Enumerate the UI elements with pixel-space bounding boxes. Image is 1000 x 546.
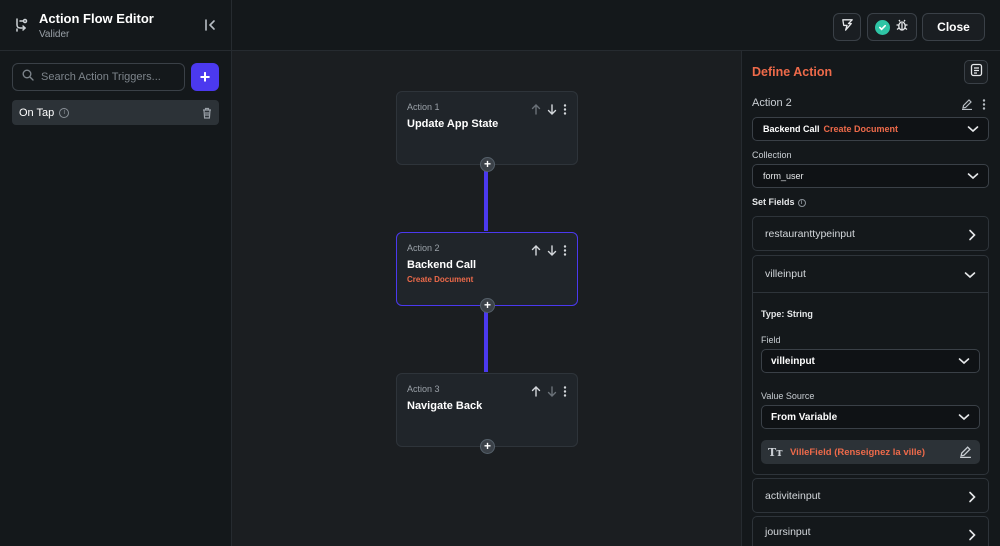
action-title: Backend Call [407,259,477,271]
search-row: + [12,63,219,91]
edit-icon[interactable] [961,97,973,115]
action-card-2[interactable]: Action 2 Backend Call Create Document + [396,232,578,313]
action-title: Update App State [407,118,499,130]
action-name: Action 2 [752,97,792,109]
chevron-down-icon [967,124,979,136]
field-row-restauranttypeinput[interactable]: restauranttypeinput [752,216,989,251]
action-type-value: Backend Call [763,124,820,134]
more-vertical-icon[interactable] [563,102,567,120]
text-type-icon: Tт [768,445,784,459]
connector-line [484,310,488,372]
chevron-down-icon [967,171,979,183]
arrow-up-icon[interactable] [531,102,541,120]
arrow-down-icon[interactable] [547,243,557,261]
trigger-label: On Tap [19,106,55,119]
action-label: Action 2 [407,243,440,253]
arrow-down-icon[interactable] [547,102,557,120]
field-label: Field [761,335,781,345]
action-docs-button[interactable] [964,60,988,84]
search-icon [22,68,34,86]
left-panel: Action Flow Editor Valider + On [0,0,232,546]
flow-canvas: Action 1 Update App State + Action 2 Bac… [232,51,741,546]
chevron-down-icon [964,270,976,283]
add-action-plus-icon[interactable]: + [480,298,495,313]
test-debug-button[interactable] [867,13,917,41]
document-icon [970,63,983,82]
field-row-activiteinput[interactable]: activiteinput [752,478,989,513]
field-type: Type: String [761,309,813,319]
action-tools [531,243,567,261]
action-type-select[interactable]: Backend Call Create Document [752,117,989,141]
add-trigger-button[interactable]: + [191,63,219,91]
action-title: Navigate Back [407,400,483,412]
more-vertical-icon[interactable] [563,384,567,402]
field-select-value: villeinput [771,355,815,367]
edit-icon[interactable] [959,445,972,463]
flutterflow-logo-icon [840,17,855,37]
chevron-down-icon [958,412,970,425]
field-expanded-villeinput: villeinput Type: String Field villeinput… [752,255,989,475]
page-title: Action Flow Editor [39,10,154,26]
field-row-label: activiteinput [765,489,821,502]
field-row-joursinput[interactable]: joursinput [752,516,989,546]
chevron-right-icon [968,529,976,544]
action-subtitle: Create Document [407,275,474,284]
info-icon[interactable]: i [59,107,70,118]
arrow-up-icon[interactable] [531,384,541,402]
action-flow-icon [12,16,30,34]
define-action-panel: Define Action Action 2 Backend Call Crea… [741,51,1000,546]
collapse-panel-icon[interactable] [203,17,219,33]
flutterflow-button[interactable] [833,13,861,41]
action-name-tools [961,97,986,115]
field-select[interactable]: villeinput [761,349,980,373]
action-card-3[interactable]: Action 3 Navigate Back + [396,373,578,454]
field-row-label: villeinput [765,268,806,280]
more-vertical-icon[interactable] [563,243,567,261]
add-action-plus-icon[interactable]: + [480,157,495,172]
add-action-plus-icon[interactable]: + [480,439,495,454]
panel-heading: Define Action [752,65,833,79]
set-fields-text: Set Fields [752,197,795,207]
action-label: Action 3 [407,384,440,394]
close-button[interactable]: Close [922,13,985,41]
info-icon[interactable]: i [797,198,806,207]
action-subtype-value: Create Document [823,124,899,134]
action-card-1[interactable]: Action 1 Update App State + [396,91,578,172]
variable-chip[interactable]: Tт VilleField (Renseignez la ville) [761,440,980,464]
arrow-down-icon[interactable] [547,384,557,402]
collection-label: Collection [752,150,792,160]
chevron-down-icon [958,356,970,369]
bug-icon [895,18,909,37]
connector-line [484,169,488,231]
trash-icon[interactable] [202,106,212,124]
action-label: Action 1 [407,102,440,112]
collection-value: form_user [763,171,804,181]
action-tools [531,384,567,402]
value-source-select[interactable]: From Variable [761,405,980,429]
top-bar: Close [232,0,1000,51]
search-box [12,63,185,91]
action-tools [531,102,567,120]
check-icon [875,19,890,35]
search-input[interactable] [41,71,171,83]
chevron-right-icon [968,229,976,244]
page-subtitle: Valider [39,28,70,40]
chevron-right-icon [968,491,976,506]
arrow-up-icon[interactable] [531,243,541,261]
trigger-item-on-tap[interactable]: On Tap i [12,100,219,125]
field-row-label: restauranttypeinput [765,227,855,240]
field-expanded-header[interactable]: villeinput [753,256,988,293]
field-row-label: joursinput [765,525,811,538]
collection-select[interactable]: form_user [752,164,989,188]
value-source-label: Value Source [761,391,815,401]
variable-text: VilleField (Renseignez la ville) [790,446,925,458]
value-source-value: From Variable [771,411,838,423]
editor-header: Action Flow Editor Valider [0,0,231,51]
more-vertical-icon[interactable] [982,97,986,115]
